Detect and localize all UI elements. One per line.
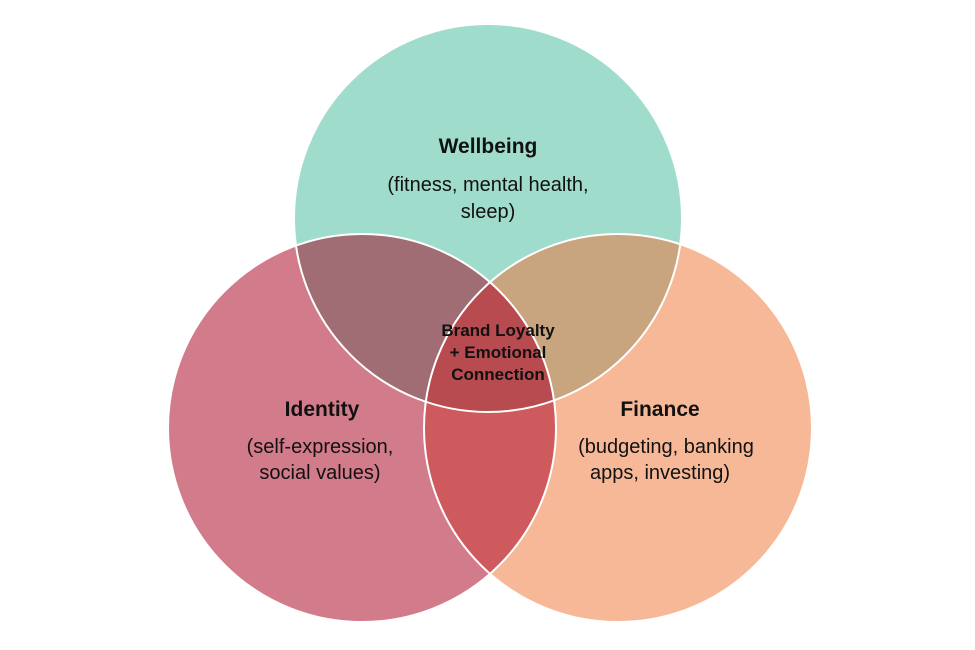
overlap-all-outer	[424, 234, 556, 412]
identity-outline	[167, 233, 557, 623]
finance-outline	[423, 233, 813, 623]
wellbeing-title: Wellbeing	[438, 135, 538, 158]
finance-title: Finance	[620, 398, 700, 421]
identity-desc-line2: social values)	[259, 462, 381, 484]
wellbeing-desc-line2: sleep)	[460, 201, 516, 223]
center-label-line2: + Emotional	[449, 343, 547, 362]
identity-title: Identity	[284, 398, 360, 421]
center-label-line1: Brand Loyalty	[441, 321, 555, 340]
center-label-line3: Connection	[451, 365, 545, 384]
overlap-all-inner	[424, 234, 556, 412]
wellbeing-outline	[293, 23, 683, 413]
wellbeing-desc-line1: (fitness, mental health,	[387, 174, 589, 196]
overlap-all-three	[424, 234, 556, 412]
identity-desc-line1: (self-expression,	[246, 436, 394, 458]
finance-desc-line2: apps, investing)	[589, 462, 731, 484]
finance-desc-line1: (budgeting, banking	[578, 436, 754, 458]
